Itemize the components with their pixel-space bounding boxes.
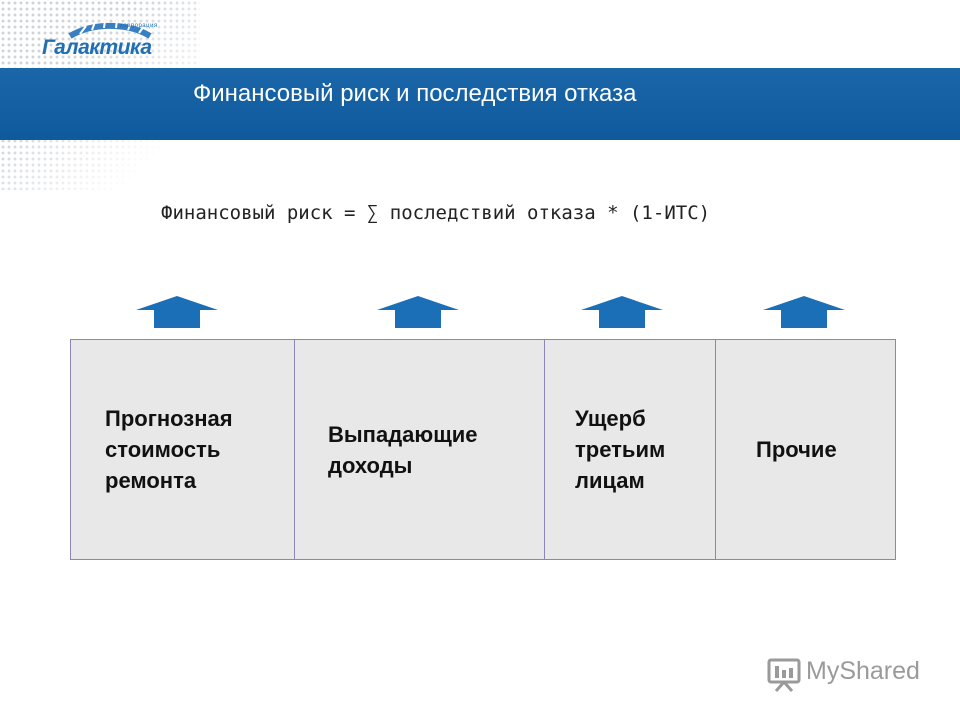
watermark-text: MyShared — [806, 657, 920, 685]
formula-text: Финансовый риск = ∑ последствий отказа *… — [161, 202, 711, 224]
cell-label: Выпадающие доходы — [328, 422, 478, 478]
up-arrow-icon — [377, 296, 459, 328]
consequences-table: Прогнозная стоимость ремонта Выпадающие … — [70, 339, 896, 560]
up-arrow-icon — [581, 296, 663, 328]
cell-label: Прочие — [756, 437, 837, 462]
logo-caption: корпорация — [120, 23, 158, 29]
presentation-icon — [767, 658, 801, 692]
cell-label: Ущерб третьим лицам — [575, 406, 666, 493]
up-arrow-icon — [763, 296, 845, 328]
cell-lost-revenue: Выпадающие доходы — [294, 340, 544, 559]
galaktika-logo-icon — [68, 19, 152, 39]
logo-brand-text: Галактика — [42, 36, 152, 59]
title-bar — [0, 68, 960, 140]
up-arrow-icon — [136, 296, 218, 328]
cell-other: Прочие — [715, 340, 896, 559]
cell-third-party-damage: Ущерб третьим лицам — [544, 340, 715, 559]
cell-label: Прогнозная стоимость ремонта — [105, 406, 233, 493]
page-title: Финансовый риск и последствия отказа — [193, 80, 637, 107]
cell-forecast-repair-cost: Прогнозная стоимость ремонта — [70, 340, 294, 559]
